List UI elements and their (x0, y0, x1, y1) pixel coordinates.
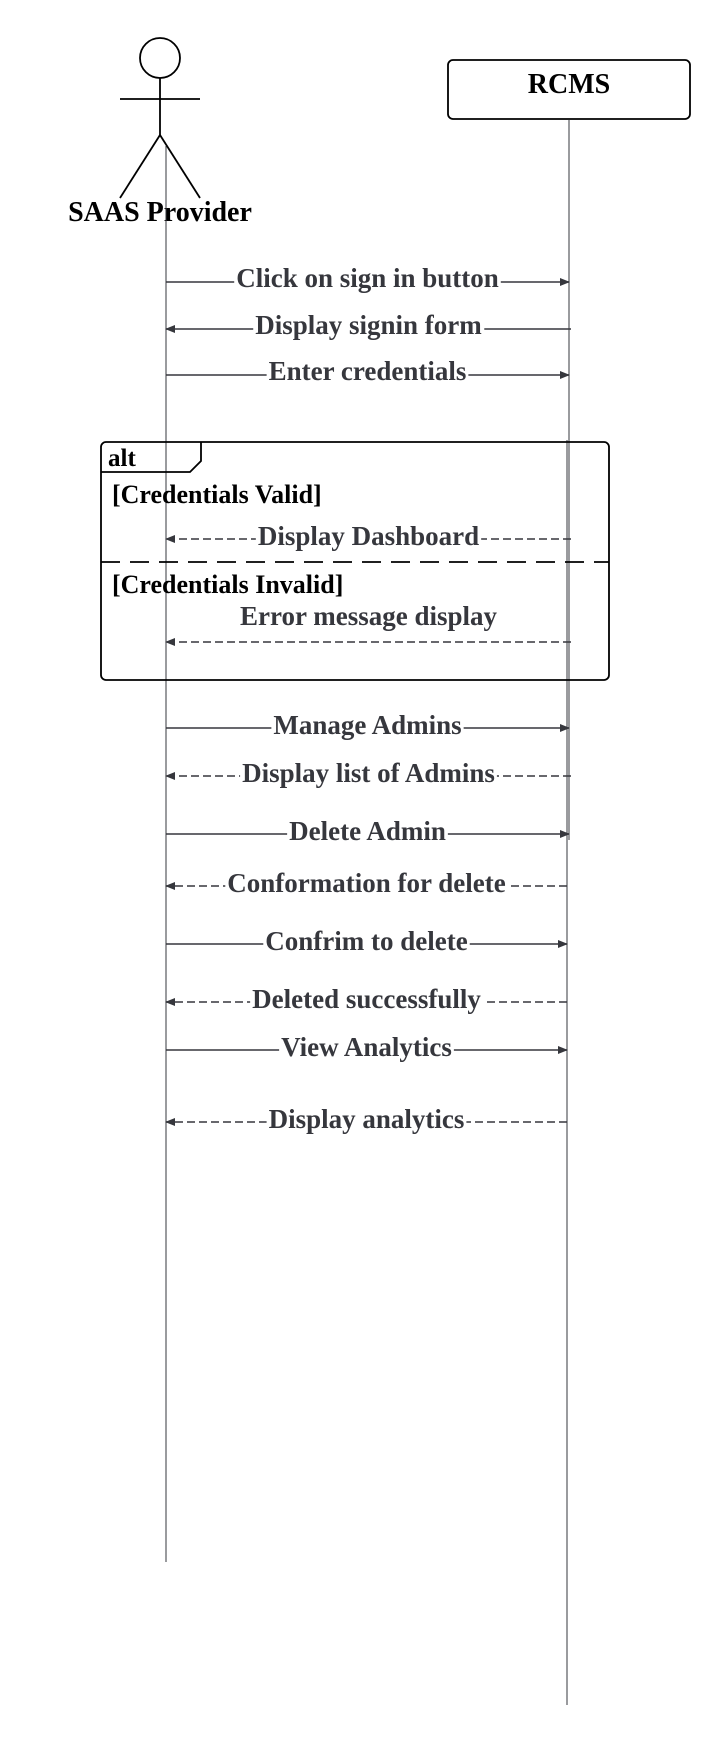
alt-fragment: alt [Credentials Valid] [Credentials Inv… (100, 441, 610, 681)
message-4: Display Dashboard (165, 521, 571, 551)
message-3: Enter credentials (166, 356, 570, 386)
system-participant-box (447, 59, 691, 120)
alt-fragment-frame (100, 441, 610, 681)
message-label-background (234, 265, 501, 291)
message-label: Manage Admins (273, 710, 461, 740)
message-8: Delete Admin (166, 816, 570, 846)
message-9: Conformation for delete (165, 868, 567, 898)
message-label-background (266, 1106, 467, 1132)
message-label-background (266, 358, 469, 384)
guard-invalid: [Credentials Invalid] (112, 570, 343, 599)
message-label-background (225, 870, 508, 896)
message-11: Deleted successfully (165, 984, 567, 1014)
message-label: View Analytics (281, 1032, 452, 1062)
message-label: Error message display (240, 601, 498, 631)
message-label: Display list of Admins (242, 758, 495, 788)
message-label: Click on sign in button (236, 263, 499, 293)
message-label-background (250, 986, 484, 1012)
message-label-background (240, 760, 497, 786)
message-13: Display analytics (165, 1104, 567, 1134)
message-12: View Analytics (166, 1032, 568, 1062)
message-label-background (255, 523, 482, 549)
message-label: Deleted successfully (252, 984, 481, 1014)
message-label-background (279, 1034, 454, 1060)
alt-operator-label: alt (108, 445, 136, 472)
message-10: Confrim to delete (166, 926, 568, 956)
message-label: Display Dashboard (258, 521, 479, 551)
actor-label: SAAS Provider (68, 197, 252, 228)
message-1: Click on sign in button (166, 263, 570, 293)
message-label: Delete Admin (289, 816, 446, 846)
message-label: Display analytics (269, 1104, 465, 1134)
message-label-background (263, 928, 470, 954)
message-label: Conformation for delete (227, 868, 505, 898)
guard-valid: [Credentials Valid] (112, 480, 322, 509)
message-label: Confrim to delete (265, 926, 467, 956)
message-label: Display signin form (255, 310, 482, 340)
message-5: Error message display (165, 601, 571, 646)
actor-icon (119, 37, 201, 199)
message-7: Display list of Admins (165, 758, 571, 788)
message-6: Manage Admins (166, 710, 570, 740)
message-2: Display signin form (165, 310, 571, 340)
alt-operator-tab (101, 442, 202, 473)
message-label: Enter credentials (269, 356, 467, 386)
message-label-background (253, 312, 485, 338)
system-label: RCMS (528, 69, 610, 100)
message-label-background (287, 818, 448, 844)
message-label-background (271, 712, 464, 738)
